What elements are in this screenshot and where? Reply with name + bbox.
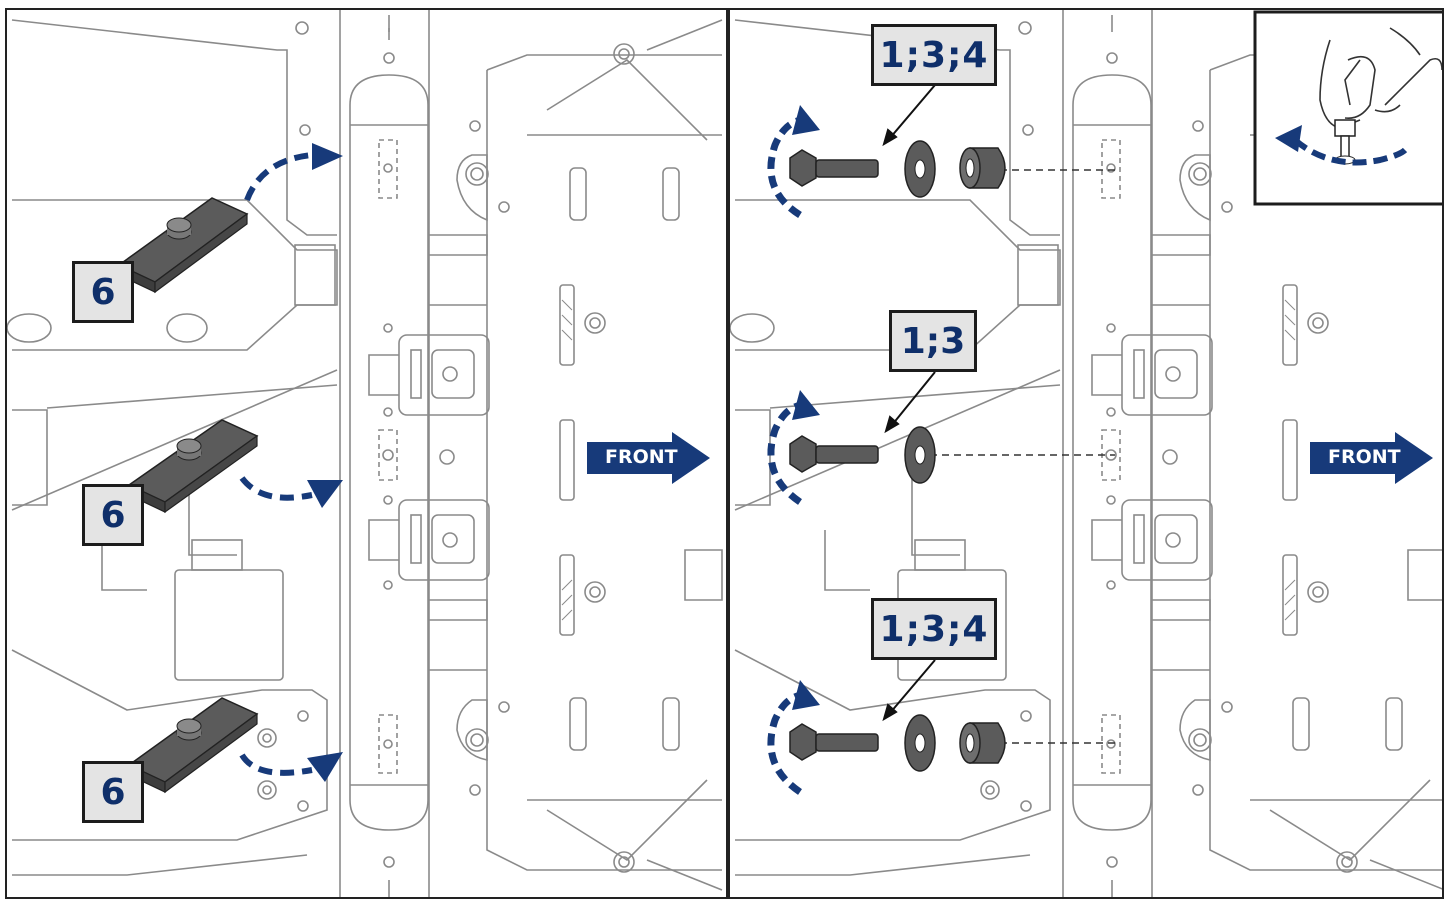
plate-part-bottom xyxy=(127,697,259,794)
rotate-arrow-middle xyxy=(767,401,803,505)
insert-arrow-bottom xyxy=(239,753,313,776)
rotate-arrow-top xyxy=(767,116,803,218)
bolt-assembly-middle xyxy=(789,426,936,484)
left-step-panel: 6 6 6 FRONT xyxy=(5,8,728,899)
step-number-label-middle: 1;3 xyxy=(889,310,977,372)
part-number-label-top: 6 xyxy=(72,261,134,323)
plate-part-top xyxy=(117,197,249,294)
left-frame-drawing xyxy=(7,10,723,897)
part-number-label-middle: 6 xyxy=(82,484,144,546)
bolt-assembly-top xyxy=(789,140,1006,198)
front-arrow-icon xyxy=(1310,432,1433,484)
part-number-label-bottom: 6 xyxy=(82,761,144,823)
right-frame-drawing xyxy=(730,10,1442,897)
inset-hand-detail xyxy=(1253,10,1442,206)
bolt-assembly-bottom xyxy=(789,714,1006,772)
step-number-label-bottom: 1;3;4 xyxy=(871,598,997,660)
front-arrow-icon xyxy=(587,432,710,484)
front-label: FRONT xyxy=(605,446,678,468)
step-number-label-top: 1;3;4 xyxy=(871,24,997,86)
right-step-panel: 1;3;4 1;3 1;3;4 FRONT xyxy=(728,8,1444,899)
insert-arrow-top xyxy=(244,152,313,202)
insert-arrow-middle xyxy=(239,476,313,501)
plate-part-middle xyxy=(127,419,259,514)
front-label: FRONT xyxy=(1328,446,1401,468)
rotate-arrow-bottom xyxy=(767,691,803,795)
